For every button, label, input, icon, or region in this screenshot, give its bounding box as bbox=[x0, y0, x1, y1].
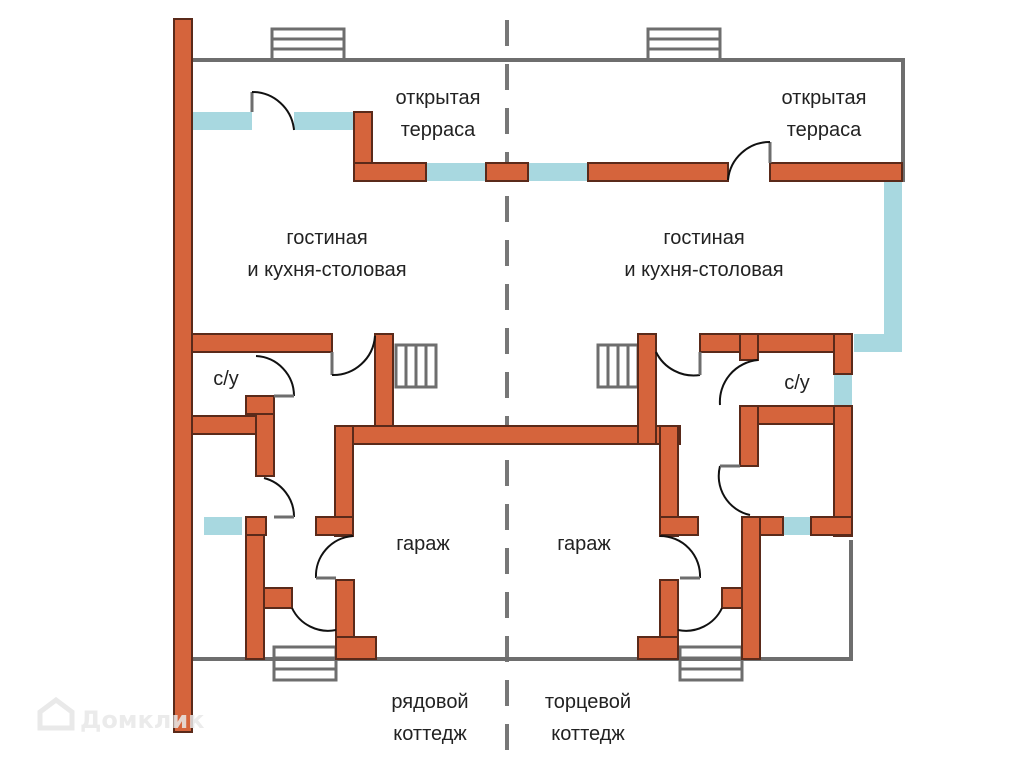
stairs-interior-right bbox=[596, 343, 640, 389]
watermark-text: Домклик bbox=[80, 706, 204, 734]
label-living-left-line1: гостиная bbox=[286, 227, 367, 249]
label-terrace-left-line1: открытая bbox=[396, 87, 481, 109]
caption-end-cottage-line1: торцевой bbox=[545, 691, 631, 713]
caption-row-cottage-line1: рядовой bbox=[391, 691, 468, 713]
label-terrace-left-line2: терраса bbox=[401, 119, 476, 141]
walls bbox=[173, 18, 903, 733]
doors bbox=[250, 90, 772, 632]
caption-row-cottage-line2: коттедж bbox=[393, 723, 467, 745]
label-bathroom-left: с/у bbox=[213, 368, 239, 390]
label-garage-right: гараж bbox=[557, 533, 611, 555]
label-garage-left: гараж bbox=[396, 533, 450, 555]
watermark: Домклик bbox=[37, 696, 204, 734]
stairs-top-right bbox=[646, 27, 722, 62]
stairs-bottom-left bbox=[272, 645, 338, 682]
stairs-interior-left bbox=[394, 343, 438, 389]
stairs-bottom-right bbox=[678, 645, 744, 682]
windows bbox=[192, 112, 902, 535]
site-outline bbox=[192, 58, 905, 661]
stairs-top-left bbox=[270, 27, 346, 62]
label-living-right-line2: и кухня-столовая bbox=[624, 259, 783, 281]
label-bathroom-right: с/у bbox=[784, 372, 810, 394]
house-logo-icon bbox=[37, 696, 75, 731]
caption-end-cottage-line2: коттедж bbox=[551, 723, 625, 745]
label-terrace-right-line2: терраса bbox=[787, 119, 862, 141]
label-living-left-line2: и кухня-столовая bbox=[247, 259, 406, 281]
label-terrace-right-line1: открытая bbox=[782, 87, 867, 109]
label-living-right-line1: гостиная bbox=[663, 227, 744, 249]
